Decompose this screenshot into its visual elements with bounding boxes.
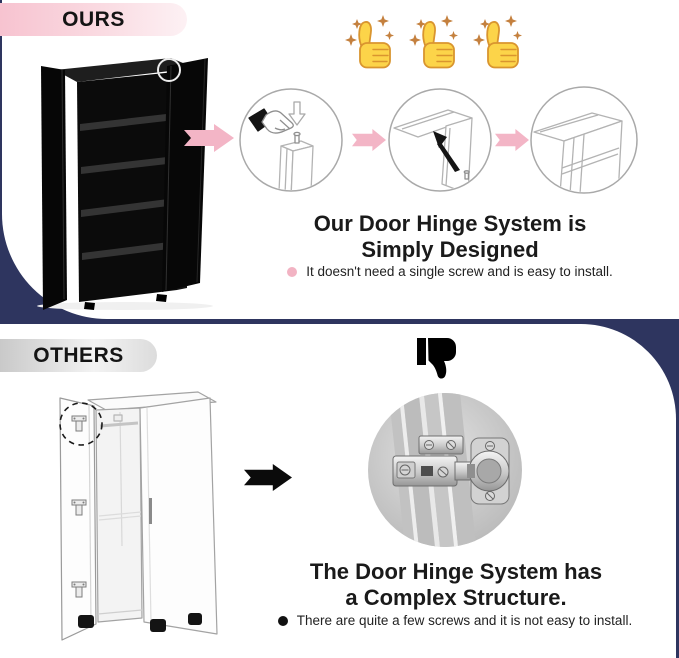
ours-heading-line1: Our Door Hinge System is [313, 211, 587, 236]
pink-right-arrow-icon [184, 124, 234, 152]
ours-bullet-text: It doesn't need a single screw and is ea… [306, 264, 613, 279]
others-banner-label: OTHERS [33, 343, 124, 367]
thumbs-up-row [343, 12, 523, 70]
ours-bullet: It doesn't need a single screw and is ea… [240, 264, 660, 279]
ours-heading-line2: Simply Designed [361, 237, 539, 262]
others-bullet: There are quite a few screws and it is n… [240, 613, 670, 628]
ours-heading: Our Door Hinge System is Simply Designed [240, 211, 660, 263]
step-diagram-press-pin [239, 88, 343, 192]
step-diagram-insert-pin [388, 88, 492, 192]
pink-bullet-dot [287, 267, 298, 277]
step-diagram-assembled [530, 86, 638, 194]
others-bullet-text: There are quite a few screws and it is n… [296, 613, 633, 628]
others-heading-line1: The Door Hinge System has [309, 559, 603, 584]
white-wardrobe-illustration [30, 386, 235, 648]
dashed-highlight-circle [59, 402, 103, 446]
others-heading-line2: a Complex Structure. [345, 585, 567, 610]
ours-banner: OURS [0, 3, 187, 36]
others-heading: The Door Hinge System has a Complex Stru… [244, 559, 668, 611]
ours-banner-label: OURS [62, 7, 125, 31]
thumbs-up-sparkle-icon [343, 12, 395, 70]
others-section: OTHERS [0, 324, 676, 658]
black-right-arrow-icon [244, 464, 292, 491]
thumbs-down-icon [416, 336, 462, 384]
concealed-hinge-photo [367, 392, 523, 548]
thumbs-up-sparkle-icon [471, 12, 523, 70]
thumbs-up-sparkle-icon [407, 12, 459, 70]
black-cabinet-illustration [25, 50, 235, 312]
others-banner: OTHERS [0, 339, 157, 372]
pink-right-arrow-icon [352, 129, 386, 151]
black-bullet-dot [277, 616, 288, 626]
pink-right-arrow-icon [495, 129, 529, 151]
ours-section: OURS [0, 0, 679, 319]
